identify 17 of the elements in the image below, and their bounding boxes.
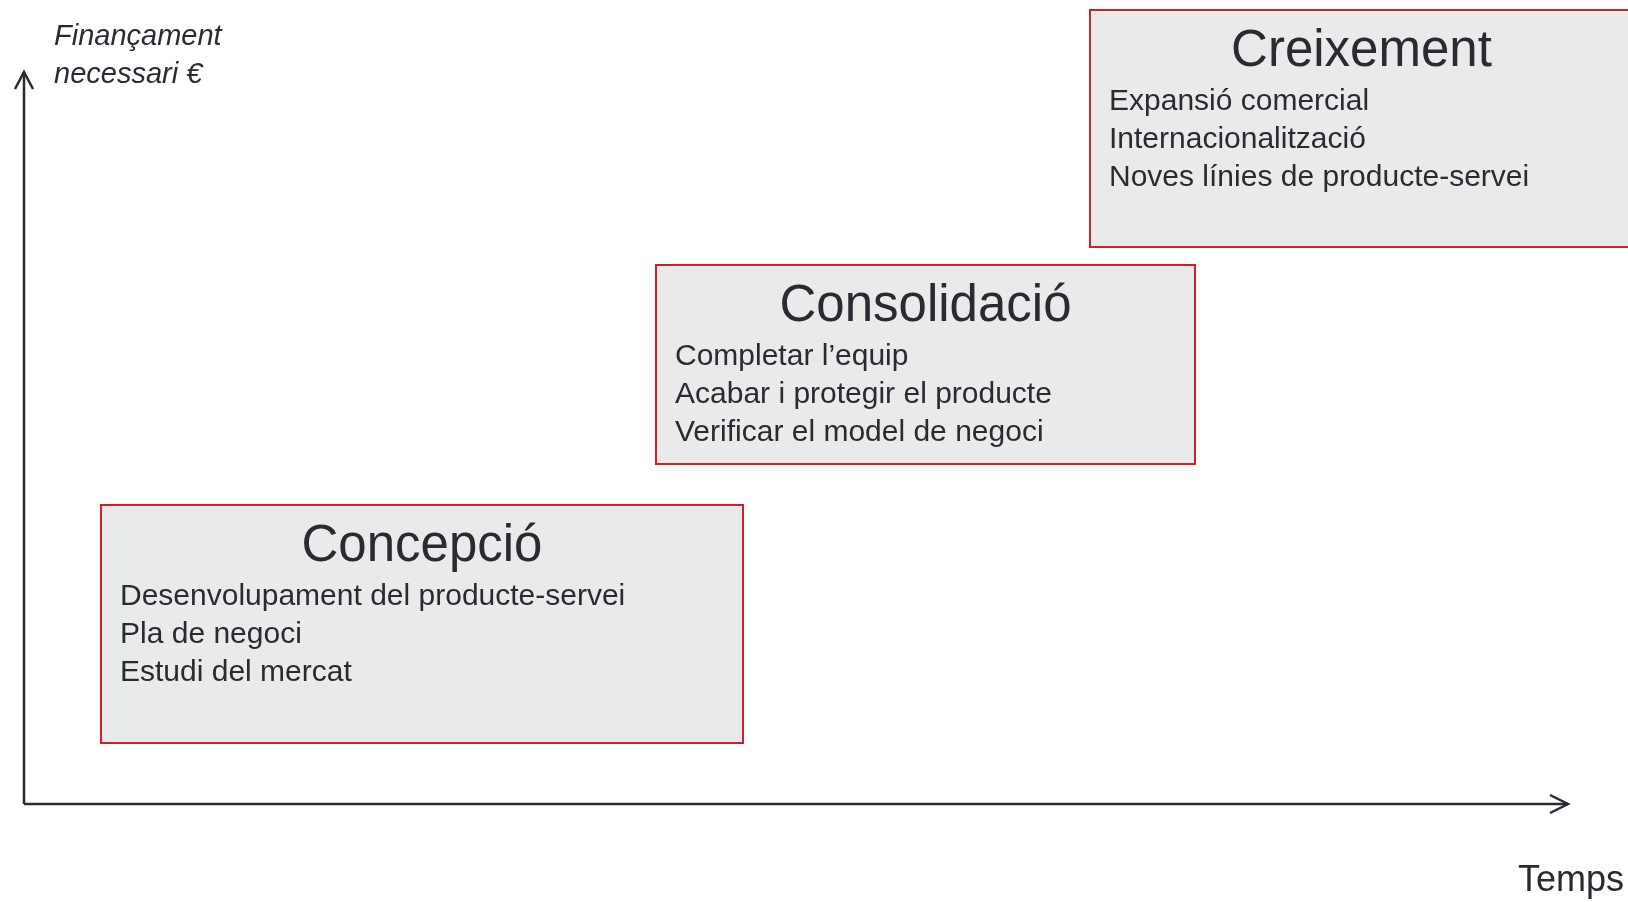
stage-item: Desenvolupament del producte-servei: [120, 577, 627, 613]
stage-box: [655, 264, 1196, 465]
stage-item: Estudi del mercat: [120, 653, 353, 689]
stage-title: Concepció: [300, 514, 544, 574]
stage-item: Acabar i protegir el producte: [675, 375, 1053, 411]
stage-item: Completar l’equip: [675, 337, 910, 373]
stage-item: Pla de negoci: [120, 615, 303, 651]
x-axis-label: Temps: [1516, 860, 1624, 898]
stage-title: Creixement: [1230, 19, 1493, 79]
stage-box: [1089, 9, 1628, 248]
stage-title: Consolidació: [778, 274, 1073, 334]
stage-box: [100, 504, 744, 744]
stage-item: Verificar el model de negoci: [675, 413, 1045, 449]
stage-item: Expansió comercial: [1109, 82, 1371, 118]
stage-item: Internacionalització: [1109, 120, 1367, 156]
y-axis-label: Finançament necessari €: [54, 18, 224, 91]
stage-item: Noves línies de producte-servei: [1109, 158, 1531, 194]
